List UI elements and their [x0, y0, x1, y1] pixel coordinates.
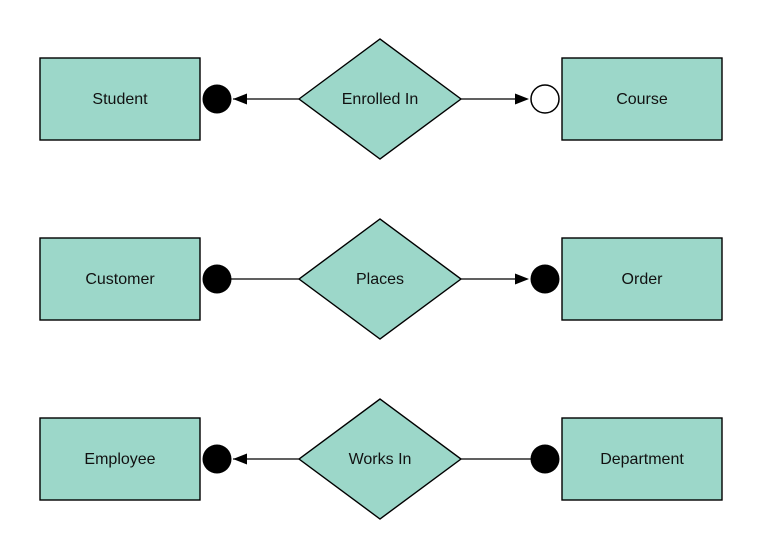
cardinality-dot-filled-icon: [202, 84, 232, 114]
cardinality-dot-open-icon: [530, 84, 560, 114]
arrowhead-right-icon: [515, 93, 529, 105]
cardinality-dot-filled-icon: [202, 444, 232, 474]
entity-box-employee: [39, 417, 201, 501]
entity-label-customer: Customer: [85, 271, 155, 288]
entity-box-student: [39, 57, 201, 141]
entity-box-course: [561, 57, 723, 141]
cardinality-dot-filled-icon: [202, 264, 232, 294]
entity-label-employee: Employee: [84, 451, 155, 468]
arrowhead-left-icon: [233, 453, 247, 465]
relationship-row-works-in: Employee Works In Department: [39, 398, 723, 520]
entity-label-course: Course: [616, 91, 668, 108]
cardinality-dot-filled-icon: [530, 444, 560, 474]
entity-label-student: Student: [92, 91, 148, 108]
arrowhead-left-icon: [233, 93, 247, 105]
relationship-label-works-in: Works In: [349, 451, 412, 468]
entity-box-order: [561, 237, 723, 321]
arrowhead-right-icon: [515, 273, 529, 285]
relationship-row-enrolled-in: Student Enrolled In Course: [39, 38, 723, 160]
cardinality-dot-filled-icon: [530, 264, 560, 294]
relationship-label-enrolled-in: Enrolled In: [342, 91, 419, 108]
entity-box-department: [561, 417, 723, 501]
entity-label-department: Department: [600, 451, 684, 468]
relationship-row-places: Customer Places Order: [39, 218, 723, 340]
entity-box-customer: [39, 237, 201, 321]
relationship-label-places: Places: [356, 271, 404, 288]
entity-label-order: Order: [622, 271, 664, 288]
